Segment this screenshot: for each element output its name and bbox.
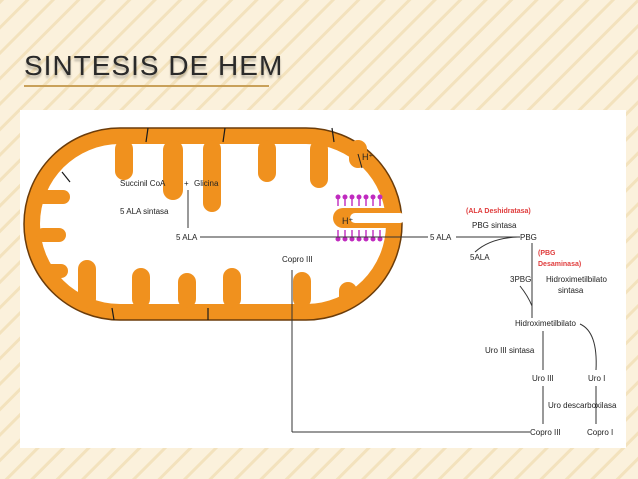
succinyl-coa-label: Succinil CoA — [120, 179, 166, 188]
proton-label-mid: H⁺ — [342, 216, 353, 226]
proton-label-top: H⁺ — [362, 152, 373, 162]
heme-synthesis-diagram: H⁺ H⁺ Succinil CoA + Glicina 5 ALA sinta… — [23, 127, 617, 437]
title-underline — [24, 85, 269, 87]
slide-title: SINTESIS DE HEM — [24, 50, 284, 81]
ala-cytosol-label: 5 ALA — [430, 233, 452, 242]
uro-decarboxylase-label: Uro descarboxilasa — [548, 401, 617, 410]
membrane-ticks — [61, 127, 335, 321]
ala-product-label: 5 ALA — [176, 233, 198, 242]
heme-synthesis-figure: H⁺ H⁺ Succinil CoA + Glicina 5 ALA sinta… — [20, 110, 626, 448]
copro1-label: Copro I — [587, 428, 613, 437]
pbg-deaminase-label-1: (PBG — [538, 250, 556, 257]
mitochondrion: H⁺ H⁺ — [23, 127, 405, 321]
five-ala-label: 5ALA — [470, 253, 490, 262]
hmb-synthase-label-2: sintasa — [558, 286, 584, 295]
uro1-label: Uro I — [588, 374, 605, 383]
cristae-top — [115, 140, 367, 212]
ala-dehydratase-label: (ALA Deshidratasa) — [466, 208, 531, 215]
pbg-synthase-label: PBG sintasa — [472, 221, 517, 230]
hmb-synthase-label-1: Hidroximetilbilato — [546, 275, 607, 284]
copro3-cytosol-label: Copro III — [530, 428, 561, 437]
uro3-label: Uro III — [532, 374, 554, 383]
copro3-mito-label: Copro III — [282, 255, 313, 264]
cristae-left — [36, 190, 70, 278]
three-pbg-label: 3PBG — [510, 275, 531, 284]
plus-sign: + — [184, 179, 189, 188]
cristae-bottom — [78, 260, 357, 308]
uro3-synthase-label: Uro III sintasa — [485, 346, 535, 355]
pbg-deaminase-label-2: Desaminasa) — [538, 261, 581, 268]
hmb-label: Hidroximetilbilato — [515, 319, 576, 328]
ala-synthase-label: 5 ALA sintasa — [120, 207, 169, 216]
mito-reactions: Succinil CoA + Glicina 5 ALA sintasa 5 A… — [120, 179, 530, 433]
cytosol-pathway: 5 ALA (ALA Deshidratasa) PBG sintasa PBG… — [430, 208, 617, 437]
proton-pumps — [335, 194, 383, 242]
pbg-label: PBG — [520, 233, 537, 242]
glycine-label: Glicina — [194, 179, 219, 188]
